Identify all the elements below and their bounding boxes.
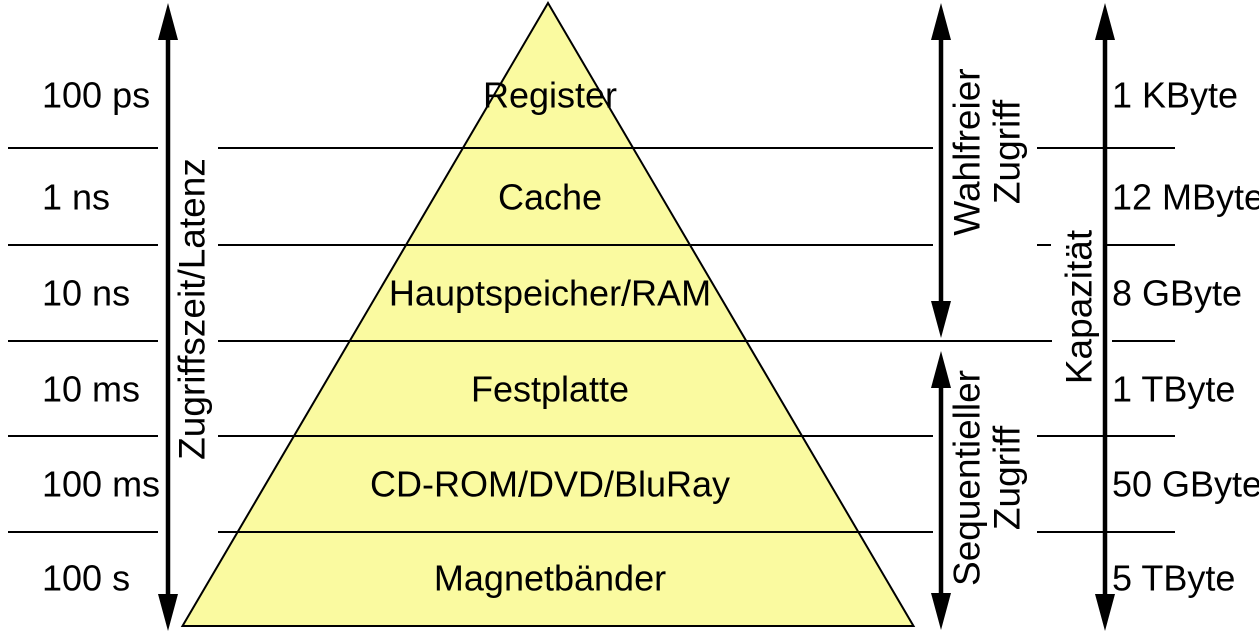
sequential-access-title-line2: Zugriff (987, 425, 1028, 530)
arrowhead-up (158, 3, 178, 40)
access-time-label: 100 ms (42, 464, 160, 505)
level-name-label: CD-ROM/DVD/BluRay (370, 464, 730, 505)
level-name-label: Cache (498, 177, 602, 218)
access-time-label: 10 ms (42, 369, 140, 410)
latency-axis-title: Zugriffszeit/Latenz (172, 158, 213, 460)
level-name-labels: Register Cache Hauptspeicher/RAM Festpla… (370, 75, 730, 599)
sequential-access-arrow (931, 351, 951, 630)
access-time-label: 100 ps (42, 75, 150, 116)
level-name-label: Hauptspeicher/RAM (389, 273, 711, 314)
capacity-value-label: 50 GByte (1112, 464, 1259, 505)
capacity-value-label: 12 MByte (1112, 177, 1259, 218)
capacity-value-label: 1 KByte (1112, 75, 1238, 116)
random-access-title-line1: Wahlfreier (947, 68, 988, 235)
capacity-axis-title: Kapazität (1059, 229, 1100, 384)
latency-axis-arrow (158, 3, 178, 631)
access-time-label: 10 ns (42, 273, 130, 314)
arrowhead-down (1095, 594, 1115, 631)
capacity-value-label: 8 GByte (1112, 273, 1242, 314)
capacity-value-labels: 1 KByte 12 MByte 8 GByte 1 TByte 50 GByt… (1112, 75, 1259, 599)
pyramid-shape (180, 1, 916, 627)
arrowhead-up (931, 351, 951, 388)
arrowhead-up (1095, 3, 1115, 40)
capacity-value-label: 1 TByte (1112, 369, 1235, 410)
level-name-label: Festplatte (471, 369, 629, 410)
arrowhead-down (931, 593, 951, 630)
random-access-arrow (931, 3, 951, 338)
level-name-label: Register (483, 75, 617, 116)
access-time-labels: 100 ps 1 ns 10 ns 10 ms 100 ms 100 s (42, 75, 160, 599)
arrowhead-up (931, 3, 951, 40)
capacity-axis-arrow (1095, 3, 1115, 631)
capacity-value-label: 5 TByte (1112, 558, 1235, 599)
random-access-title-line2: Zugriff (987, 99, 1028, 204)
arrowhead-down (931, 301, 951, 338)
arrowhead-down (158, 594, 178, 631)
access-time-label: 100 s (42, 558, 130, 599)
access-time-label: 1 ns (42, 177, 110, 218)
level-name-label: Magnetbänder (434, 558, 666, 599)
sequential-access-title-line1: Sequentieller (947, 370, 988, 586)
